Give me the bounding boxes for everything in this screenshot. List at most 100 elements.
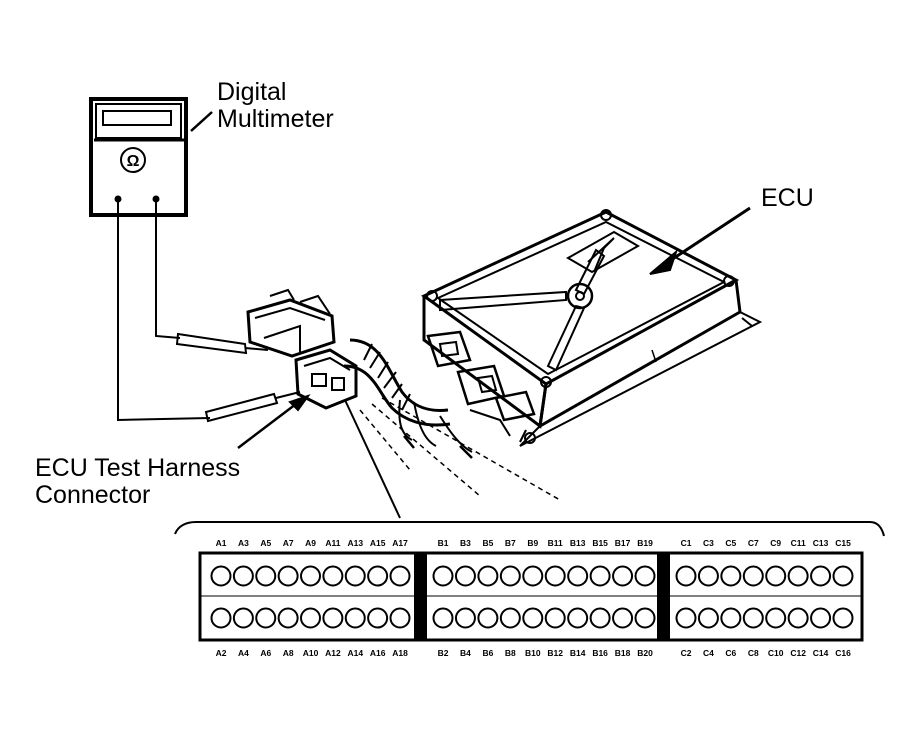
pin-b12 — [544, 607, 566, 629]
pin-connector-diagram — [174, 521, 885, 642]
pin-a15 — [367, 565, 389, 587]
pin-label-a10: A10 — [303, 648, 319, 658]
pin-label-c12: C12 — [790, 648, 806, 658]
pin-label-b15: B15 — [592, 538, 608, 548]
pin-c9 — [765, 565, 787, 587]
probe-lead-red — [155, 199, 181, 339]
pin-label-a18: A18 — [392, 648, 408, 658]
pin-c1 — [675, 565, 697, 587]
test-probe-upper — [175, 332, 269, 355]
pin-label-a1: A1 — [216, 538, 227, 548]
pin-a13 — [344, 565, 366, 587]
pin-label-c11: C11 — [791, 538, 806, 548]
pin-label-b9: B9 — [527, 538, 538, 548]
pin-b5 — [477, 565, 499, 587]
pin-b4 — [454, 607, 476, 629]
pin-label-b2: B2 — [438, 648, 449, 658]
pin-label-a15: A15 — [370, 538, 386, 548]
pin-label-b8: B8 — [505, 648, 516, 658]
multimeter-label-line1: Digital — [217, 78, 286, 106]
test-harness-connector — [246, 288, 358, 410]
harness-label-line1: ECU Test Harness — [35, 454, 240, 482]
pin-label-a12: A12 — [325, 648, 341, 658]
pin-label-b16: B16 — [592, 648, 608, 658]
pin-label-c3: C3 — [703, 538, 714, 548]
pin-label-a7: A7 — [283, 538, 294, 548]
ecu-unit — [421, 209, 763, 447]
harness-wire-bundle — [343, 338, 473, 459]
pin-label-b19: B19 — [637, 538, 653, 548]
pin-b8 — [499, 607, 521, 629]
pin-b19 — [634, 565, 656, 587]
pin-b13 — [567, 565, 589, 587]
pin-c14 — [810, 607, 832, 629]
ohm-symbol: Ω — [127, 153, 140, 170]
pin-c5 — [720, 565, 742, 587]
pin-label-c15: C15 — [835, 538, 851, 548]
pin-label-c1: C1 — [681, 538, 692, 548]
pin-label-a11: A11 — [325, 538, 340, 548]
pin-label-b1: B1 — [438, 538, 449, 548]
pin-b16 — [589, 607, 611, 629]
pin-a8 — [277, 607, 299, 629]
pin-c16 — [832, 607, 854, 629]
pin-c12 — [787, 607, 809, 629]
pin-b20 — [634, 607, 656, 629]
connector-divider-bc — [657, 553, 670, 640]
pin-label-b18: B18 — [615, 648, 631, 658]
pin-c4 — [697, 607, 719, 629]
pin-label-a14: A14 — [347, 648, 363, 658]
pin-c10 — [765, 607, 787, 629]
pin-c6 — [720, 607, 742, 629]
harness-pointer-arrow — [237, 394, 311, 449]
pin-c8 — [742, 607, 764, 629]
connector-pins — [210, 565, 854, 629]
pin-label-c13: C13 — [813, 538, 829, 548]
test-probe-lower — [204, 391, 301, 423]
pin-label-b10: B10 — [525, 648, 541, 658]
pin-label-b13: B13 — [570, 538, 586, 548]
pin-c3 — [697, 565, 719, 587]
pin-label-a5: A5 — [260, 538, 271, 548]
pin-label-b20: B20 — [637, 648, 653, 658]
pin-label-a13: A13 — [347, 538, 363, 548]
pin-a3 — [232, 565, 254, 587]
pin-label-a4: A4 — [238, 648, 249, 658]
pin-b9 — [522, 565, 544, 587]
pin-c15 — [832, 565, 854, 587]
pin-c2 — [675, 607, 697, 629]
pin-b3 — [454, 565, 476, 587]
pin-b11 — [544, 565, 566, 587]
pin-label-a8: A8 — [283, 648, 294, 658]
pin-a18 — [389, 607, 411, 629]
harness-label-line2: Connector — [35, 481, 150, 509]
pin-a4 — [232, 607, 254, 629]
pin-b6 — [477, 607, 499, 629]
pin-label-a9: A9 — [305, 538, 316, 548]
pin-b2 — [432, 607, 454, 629]
pin-label-a2: A2 — [216, 648, 227, 658]
pin-label-b7: B7 — [505, 538, 516, 548]
pin-label-b14: B14 — [570, 648, 586, 658]
pin-label-c16: C16 — [835, 648, 851, 658]
pin-label-a16: A16 — [370, 648, 386, 658]
pin-label-a3: A3 — [238, 538, 249, 548]
pin-a16 — [367, 607, 389, 629]
pin-label-a6: A6 — [260, 648, 271, 658]
pin-label-c10: C10 — [768, 648, 784, 658]
ohm-dial-icon — [120, 147, 146, 173]
pin-a14 — [344, 607, 366, 629]
pin-label-c14: C14 — [813, 648, 829, 658]
pin-a2 — [210, 607, 232, 629]
digital-multimeter: Ω — [89, 97, 188, 217]
pin-a7 — [277, 565, 299, 587]
pin-a1 — [210, 565, 232, 587]
multimeter-label-line2: Multimeter — [217, 105, 334, 133]
pin-label-c2: C2 — [681, 648, 692, 658]
pin-label-c8: C8 — [748, 648, 759, 658]
pin-c13 — [810, 565, 832, 587]
pin-label-c6: C6 — [725, 648, 736, 658]
pin-label-c7: C7 — [748, 538, 759, 548]
